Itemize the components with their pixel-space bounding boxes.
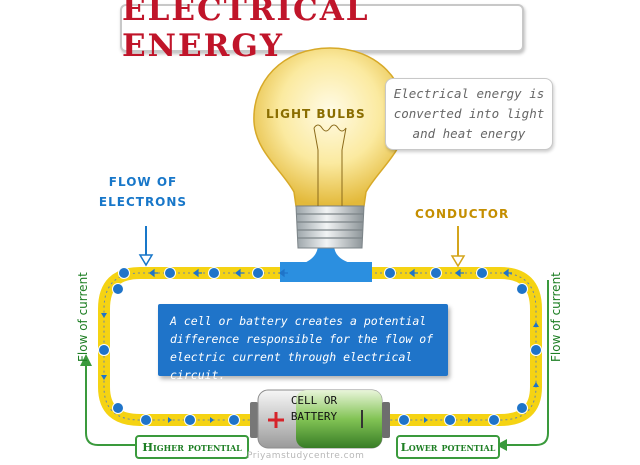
lower-potential-label: Lower potential xyxy=(396,435,500,459)
current-arrowhead-right xyxy=(496,439,507,451)
title-box: ELECTRICAL ENERGY xyxy=(120,0,524,64)
current-flow-right-arrow xyxy=(506,280,549,446)
flow-of-current-left-label: Flow of current xyxy=(76,272,90,362)
flow-of-current-right-label: Flow of current xyxy=(549,272,563,362)
bulb-wire xyxy=(280,244,372,282)
note-text: Electrical energy is converted into ligh… xyxy=(393,86,545,141)
current-flow-left-arrow xyxy=(85,364,135,446)
higher-potential-label: Higher potential xyxy=(135,435,249,459)
electron-flow-arrow xyxy=(138,226,154,267)
note-box: Electrical energy is converted into ligh… xyxy=(385,78,553,150)
electrons-bottom xyxy=(140,414,500,426)
light-bulbs-label: LIGHT BULBS xyxy=(266,107,366,121)
current-arrowhead-left xyxy=(80,354,92,366)
battery xyxy=(250,389,390,449)
light-bulb xyxy=(253,47,407,249)
info-text: A cell or battery creates a potential di… xyxy=(170,314,434,382)
electrons-sides xyxy=(98,283,542,414)
page-title: ELECTRICAL ENERGY xyxy=(122,0,370,64)
watermark-text: Priyamstudycentre.com xyxy=(247,451,365,461)
electrons-top xyxy=(118,267,512,279)
flow-of-electrons-label: FLOW OF ELECTRONS xyxy=(98,175,188,209)
info-box: A cell or battery creates a potential di… xyxy=(158,304,448,382)
conductor-arrow xyxy=(450,226,466,268)
cell-or-battery-label: CELL OR BATTERY xyxy=(290,394,338,423)
conductor-label: CONDUCTOR xyxy=(415,207,510,221)
